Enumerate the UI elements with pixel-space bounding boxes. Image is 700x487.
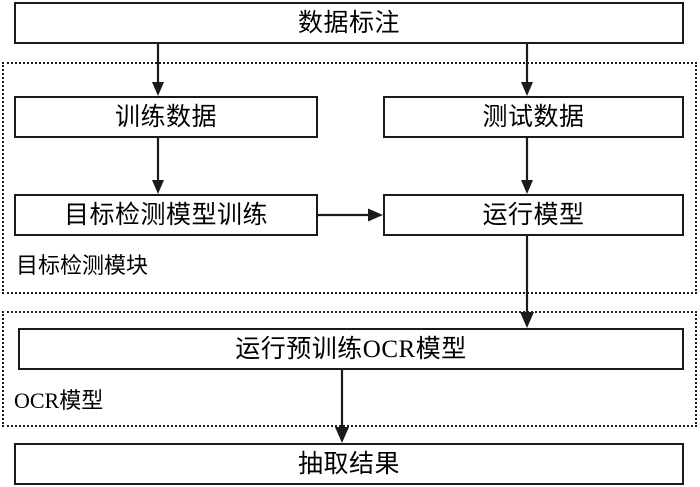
node-label: 抽取结果 xyxy=(297,450,400,478)
node-run-model[interactable]: 运行模型 xyxy=(383,194,684,236)
node-label: 测试数据 xyxy=(482,103,585,131)
node-label: 训练数据 xyxy=(114,103,217,131)
node-extraction-result[interactable]: 抽取结果 xyxy=(14,443,684,485)
node-detection-model-training[interactable]: 目标检测模型训练 xyxy=(14,194,318,236)
module-ocr-label: OCR模型 xyxy=(14,388,104,413)
node-data-annotation[interactable]: 数据标注 xyxy=(14,2,684,44)
node-run-pretrained-ocr-model[interactable]: 运行预训练OCR模型 xyxy=(18,328,684,370)
node-label: 运行预训练OCR模型 xyxy=(235,335,467,363)
arrow-annotation-to-training xyxy=(148,42,168,98)
node-label: 数据标注 xyxy=(297,9,400,37)
arrow-annotation-to-test xyxy=(517,42,537,98)
module-object-detection xyxy=(2,62,697,294)
node-label: 目标检测模型训练 xyxy=(63,201,268,229)
module-object-detection-label: 目标检测模块 xyxy=(16,253,149,278)
arrow-run-model-to-ocr-model xyxy=(517,234,537,330)
arrow-test-to-run-model xyxy=(517,136,537,196)
node-training-data[interactable]: 训练数据 xyxy=(14,96,318,138)
node-label: 运行模型 xyxy=(482,201,585,229)
arrow-training-to-detection-training xyxy=(148,136,168,196)
arrow-ocr-model-to-extraction-result xyxy=(332,368,352,445)
node-test-data[interactable]: 测试数据 xyxy=(383,96,684,138)
module-ocr xyxy=(2,311,697,427)
arrow-detection-training-to-run-model xyxy=(318,205,385,225)
